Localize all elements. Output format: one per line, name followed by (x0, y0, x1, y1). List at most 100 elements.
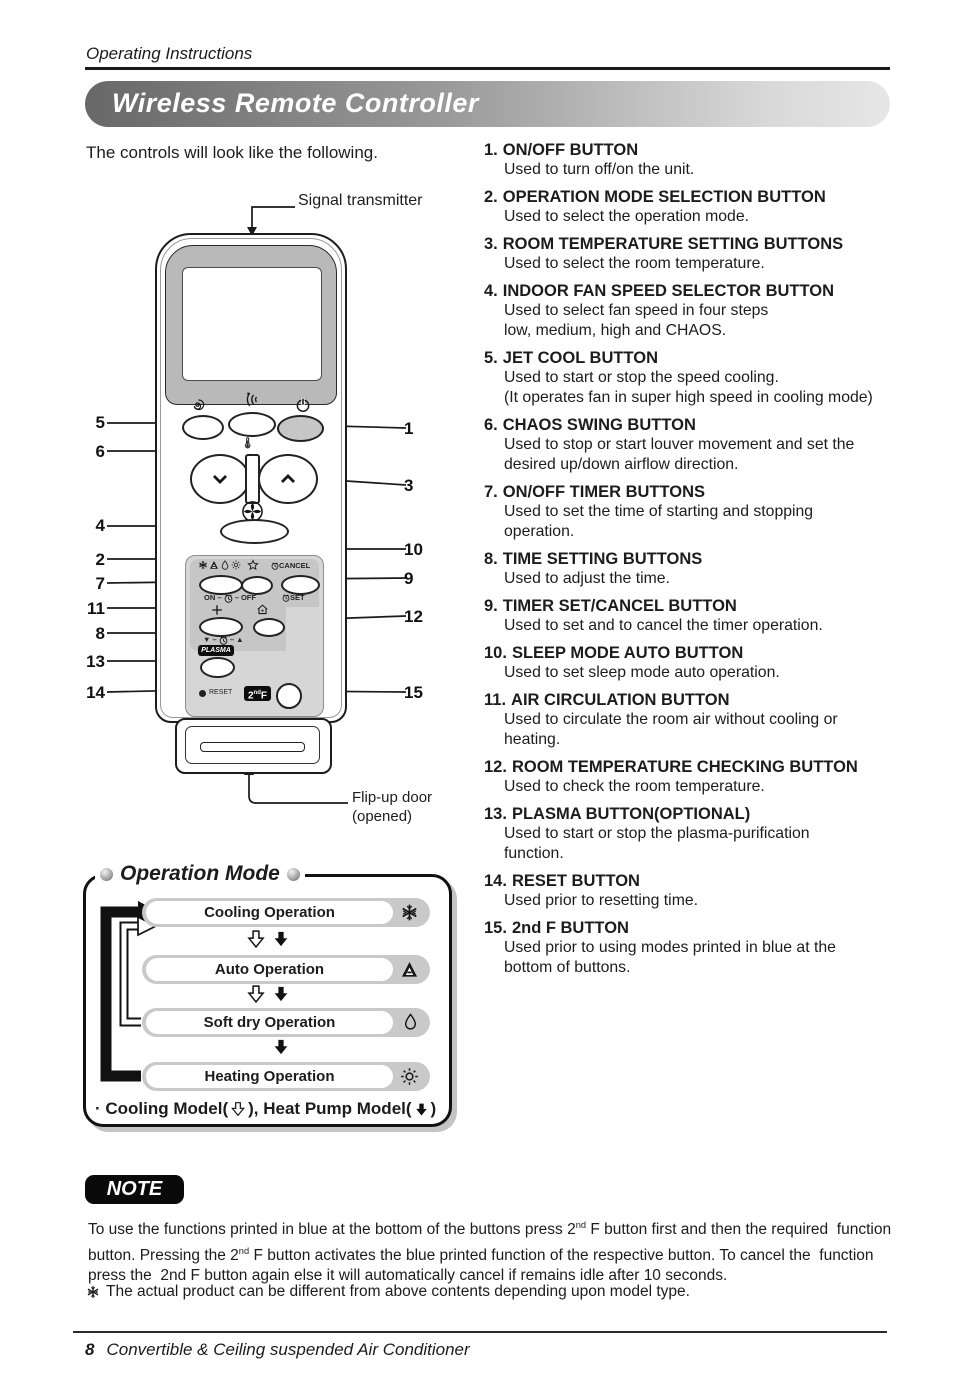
mode-row-cooling: Cooling Operation (142, 898, 430, 927)
button-item-header: 8.TIME SETTING BUTTONS (484, 549, 954, 569)
flip-up-door (175, 718, 332, 774)
button-description-item: 9.TIMER SET/CANCEL BUTTON Used to set an… (484, 596, 954, 636)
time-setting-label: ▼ – – ▲ (203, 635, 244, 644)
arrow-down-filled-icon (272, 930, 290, 948)
room-temperature-setting-buttons (190, 454, 318, 504)
mode-timer-on-button (199, 575, 243, 595)
button-description: Used prior to resetting time. (504, 892, 699, 909)
footer-rule (73, 1331, 887, 1333)
callout-12: 12 (404, 607, 423, 626)
button-description: Used to check the room temperature. (504, 778, 765, 795)
header-rule (85, 67, 890, 70)
mode-label: Soft dry Operation (146, 1011, 393, 1034)
callout-7: 7 (95, 574, 105, 593)
drop-icon (402, 1013, 419, 1030)
note-paragraph: To use the functions printed in blue at … (88, 1220, 892, 1285)
sun-icon (231, 560, 241, 570)
button-number: 5. (484, 349, 498, 367)
button-title: RESET BUTTON (511, 872, 640, 890)
jet-cool-button (182, 415, 224, 440)
button-description: Used to select the operation mode. (504, 208, 749, 225)
remote-body: CANCEL ON – – OFF SET (155, 233, 347, 723)
button-number: 12. (484, 758, 507, 776)
button-description: Used to set and to cancel the timer oper… (504, 617, 823, 634)
note-marker-line: The actual product can be different from… (86, 1283, 690, 1301)
button-panel: CANCEL ON – – OFF SET (185, 555, 324, 717)
section-title-bar: Wireless Remote Controller (85, 81, 890, 127)
on-off-button (277, 415, 324, 442)
snowflake-icon (198, 560, 208, 570)
button-title: TIME SETTING BUTTONS (502, 550, 703, 568)
chevron-up-icon (276, 467, 300, 491)
callout-14: 14 (86, 683, 105, 702)
button-description-item: 2.OPERATION MODE SELECTION BUTTON Used t… (484, 187, 954, 227)
callout-6: 6 (95, 442, 105, 461)
callout-5: 5 (95, 413, 105, 432)
button-description: Used to start or stop the speed cooling.… (504, 369, 873, 406)
button-description-item: 13.PLASMA BUTTON(OPTIONAL) Used to start… (484, 804, 954, 864)
button-description-item: 4.INDOOR FAN SPEED SELECTOR BUTTON Used … (484, 281, 954, 341)
flip-up-door-label: Flip-up door (opened) (352, 789, 433, 825)
button-title: SLEEP MODE AUTO BUTTON (511, 644, 744, 662)
callout-1: 1 (404, 419, 414, 438)
button-description-item: 8.TIME SETTING BUTTONS Used to adjust th… (484, 549, 954, 589)
arrow-down-filled-icon (414, 1102, 429, 1117)
timer-on-off-label: ON – – OFF (204, 593, 256, 603)
button-title: OPERATION MODE SELECTION BUTTON (502, 188, 826, 206)
arrow-down-hollow-icon (246, 929, 266, 949)
arrow-down-filled-icon (272, 1038, 290, 1056)
button-description-item: 15.2nd F BUTTON Used prior to using mode… (484, 918, 954, 978)
button-item-header: 10.SLEEP MODE AUTO BUTTON (484, 643, 954, 663)
button-description: Used prior to using modes printed in blu… (504, 939, 836, 976)
thermometer-icon (241, 437, 254, 450)
reset-button (199, 690, 206, 697)
button-description-item: 1.ON/OFF BUTTON Used to turn off/on the … (484, 140, 954, 180)
button-item-header: 15.2nd F BUTTON (484, 918, 954, 938)
callout-2: 2 (95, 550, 105, 569)
chaos-swing-button (228, 412, 276, 437)
signal-transmitter-label: Signal transmitter (298, 192, 423, 209)
section-title: Wireless Remote Controller (112, 88, 479, 118)
button-description: Used to start or stop the plasma-purific… (504, 825, 810, 862)
button-description: Used to set sleep mode auto operation. (504, 664, 780, 681)
mode-footnote: · Cooling Model( ), Heat Pump Model( ) (95, 1099, 437, 1118)
note-badge: NOTE (85, 1175, 184, 1204)
button-item-header: 3.ROOM TEMPERATURE SETTING BUTTONS (484, 234, 954, 254)
sleep-timer-off-button (241, 576, 273, 595)
intro-text: The controls will look like the followin… (86, 143, 378, 162)
button-item-header: 13.PLASMA BUTTON(OPTIONAL) (484, 804, 954, 824)
button-number: 15. (484, 919, 507, 937)
star-icon (247, 559, 259, 571)
button-description: Used to circulate the room air without c… (504, 711, 838, 748)
clock-icon (282, 594, 290, 602)
lcd-screen (182, 267, 322, 381)
callout-8: 8 (95, 624, 105, 643)
arrow-down-hollow-icon (230, 1101, 246, 1117)
button-number: 9. (484, 597, 498, 615)
remote-inner-outline (160, 238, 342, 718)
button-item-header: 6.CHAOS SWING BUTTON (484, 415, 954, 435)
operation-mode-section: Operation Mode Cooling Operation Auto Op… (83, 862, 452, 1130)
mode-row-auto: Auto Operation (142, 955, 430, 984)
button-title: 2nd F BUTTON (511, 919, 629, 937)
button-description: Used to turn off/on the unit. (504, 161, 695, 178)
panel-shade (286, 607, 319, 651)
button-number: 4. (484, 282, 498, 300)
clock-icon (224, 594, 233, 603)
house-icon (256, 603, 269, 616)
mode-row-softdry: Soft dry Operation (142, 1008, 430, 1037)
title-ball-icon (100, 867, 113, 881)
button-title: ROOM TEMPERATURE SETTING BUTTONS (502, 235, 844, 253)
button-item-header: 11.AIR CIRCULATION BUTTON (484, 690, 954, 710)
callout-4: 4 (95, 516, 105, 535)
door-inner (185, 726, 320, 764)
button-description: Used to adjust the time. (504, 570, 670, 587)
button-description: Used to stop or start louver movement an… (504, 436, 855, 473)
drop-icon (220, 560, 230, 570)
button-number: 7. (484, 483, 498, 501)
snow-asterisk-icon (86, 1285, 100, 1299)
button-description-item: 10.SLEEP MODE AUTO BUTTON Used to set sl… (484, 643, 954, 683)
